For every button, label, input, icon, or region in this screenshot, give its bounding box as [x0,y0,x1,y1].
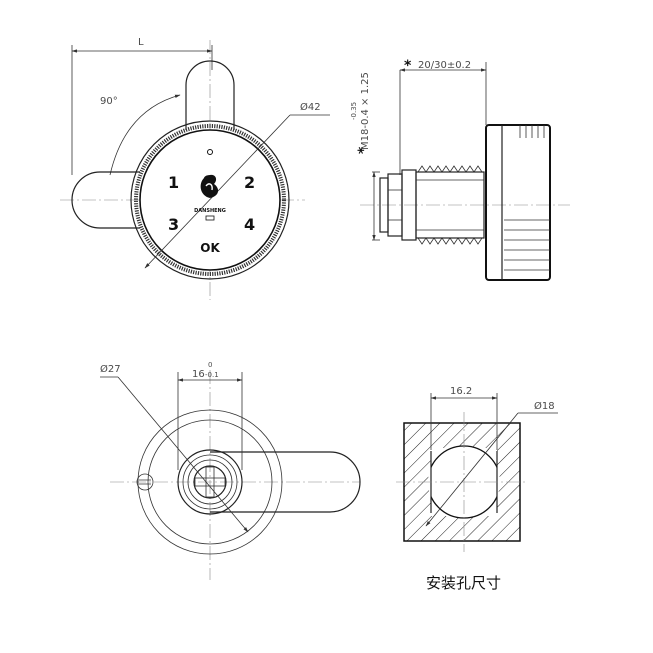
dia18-leader [425,412,519,527]
dimension-L: L [71,37,213,175]
lever-rotated [185,60,235,130]
key-slot-icon [205,215,215,221]
angle-label: 90° [100,96,118,107]
rear-barrel [177,449,243,515]
key-1[interactable]: 1 [168,173,179,192]
side-view: * 20/30±0.2 * M18-0.4 × 1.25 -0.35 [350,58,570,281]
dia27-label: Ø27 [100,363,121,375]
thread-star: * [356,146,372,154]
thread-tol-label: -0.35 [350,102,358,120]
status-led-icon [207,149,213,155]
outer-ring [130,120,290,280]
cutout-caption: 安装孔尺寸 [426,574,501,592]
mount-screw-icon [136,473,154,491]
thread-label: M18-0.4 × 1.25 [360,72,371,150]
key-4[interactable]: 4 [244,215,255,234]
thread-top [417,165,483,173]
cam-lever [210,451,361,513]
knurl-top [519,125,545,138]
ok-key[interactable]: OK [200,241,220,255]
rear-view: 16 0 -0.1 Ø27 [100,361,361,580]
angle-arc [109,94,181,176]
rear-width-label: 16 [192,369,205,380]
brand-logo-icon [200,174,219,198]
rear-flange [137,409,283,555]
rear-tol-lower: -0.1 [205,371,219,379]
brand-text: DANSHENG [194,208,226,214]
key-3[interactable]: 3 [168,215,179,234]
dia27-leader [117,376,249,533]
dia42-label: Ø42 [300,101,321,113]
front-view: L 90° Ø42 DANSHENG 1 2 3 4 OK [60,37,330,300]
side-star: * [404,58,412,74]
dim-L-label: L [138,37,144,48]
knurled-ring [134,124,286,276]
keypad-face [139,129,281,271]
cutout-view: 16.2 Ø18 安装孔尺寸 [396,386,558,592]
thread-bottom [417,237,483,245]
key-2[interactable]: 2 [244,173,255,192]
side-length-label: 20/30±0.2 [418,60,471,71]
lever-handle [71,171,140,229]
knurl-lines [504,219,550,271]
dia18-label: Ø18 [534,400,555,412]
lock-housing [485,124,551,281]
rear-tol-upper: 0 [208,361,212,369]
cutout-width-label: 16.2 [450,386,472,397]
